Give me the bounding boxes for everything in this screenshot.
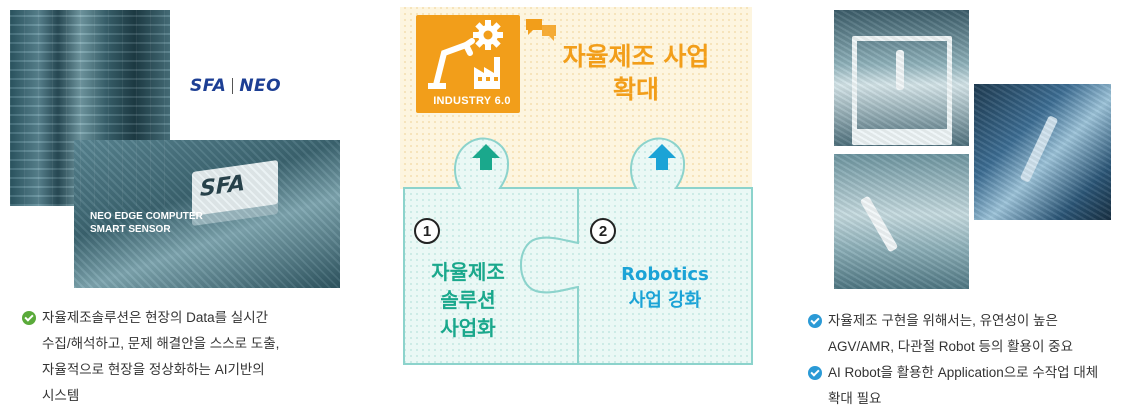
right-bullet-2-line-1: AI Robot을 활용한 Application으로 수작업 대체 (828, 365, 1099, 380)
logo-neo-text: NEO (239, 76, 282, 96)
check-circle-icon (808, 366, 822, 380)
left-bullet-line-1: 자율제조솔루션은 현장의 Data를 실시간 (42, 310, 269, 325)
right-bullet-list: 자율제조 구현을 위해서는, 유연성이 높은 AGV/AMR, 다관절 Robo… (808, 308, 1136, 412)
left-bullet-line-4: 시스템 (42, 388, 80, 403)
logo-sfa-text: SFA (190, 76, 227, 96)
arrow-up-icon-blue (648, 144, 676, 170)
piece-2-label: Robotics 사업 강화 (596, 262, 734, 314)
device-caption: NEO EDGE COMPUTER SMART SENSOR (90, 210, 203, 236)
right-bullet-1-line-2: AGV/AMR, 다관절 Robot 등의 활용이 중요 (828, 339, 1073, 354)
main-title-line-2: 확대 (612, 75, 659, 104)
factory-arm (859, 195, 899, 253)
right-bullet-2-line-2: 확대 필요 (828, 391, 882, 406)
badge-number-2: 2 (590, 218, 616, 244)
check-circle-icon (22, 311, 36, 325)
right-bullet-item-2: AI Robot을 활용한 Application으로 수작업 대체 확대 필요 (808, 360, 1136, 412)
gear-icon (473, 20, 503, 50)
robot-base-icon (428, 83, 446, 89)
agv-arm (896, 50, 904, 90)
puzzle-diagram (400, 7, 753, 365)
left-bullet-line-2: 수집/해석하고, 문제 해결안을 스스로 도출, (42, 336, 280, 351)
check-circle-icon (808, 314, 822, 328)
industrial-robot-photo (974, 84, 1111, 220)
left-bullet-item: 자율제조솔루션은 현장의 Data를 실시간 수집/해석하고, 문제 해결안을 … (22, 305, 342, 409)
logo-divider (232, 78, 234, 94)
puzzle-piece-2 (520, 137, 753, 365)
left-bullet-list: 자율제조솔루션은 현장의 Data를 실시간 수집/해석하고, 문제 해결안을 … (22, 305, 342, 409)
piece-2-line-1: Robotics (621, 264, 709, 285)
right-bullet-1-line-1: 자율제조 구현을 위해서는, 유연성이 높은 (828, 313, 1058, 328)
badge-number-1: 1 (414, 218, 440, 244)
caption-line-2: SMART SENSOR (90, 224, 171, 235)
piece-1-label: 자율제조 솔루션 사업화 (408, 258, 528, 342)
industry-label: INDUSTRY 6.0 (433, 95, 511, 107)
piece-1-line-2: 솔루션 (440, 288, 496, 312)
main-title-line-1: 자율제조 사업 (562, 42, 710, 71)
server-tower-photo (10, 10, 170, 206)
sfa-neo-logo: SFA NEO (190, 76, 281, 96)
agv-frame (852, 36, 952, 145)
factory-robot-photo (834, 154, 969, 289)
chat-bubbles-icon (526, 19, 556, 41)
left-bullet-line-3: 자율적으로 현장을 정상화하는 AI기반의 (42, 362, 265, 377)
piece-1-line-1: 자율제조 (431, 260, 505, 284)
device-brand: SFA (200, 170, 246, 203)
caption-line-1: NEO EDGE COMPUTER (90, 211, 203, 222)
robot-arm-icon (433, 38, 475, 88)
piece-2-line-2: 사업 강화 (628, 290, 702, 311)
industrial-arm (1019, 115, 1059, 183)
main-title: 자율제조 사업 확대 (540, 40, 732, 106)
arrow-up-icon-teal (472, 144, 500, 170)
agv-robot-photo (834, 10, 969, 146)
right-bullet-item-1: 자율제조 구현을 위해서는, 유연성이 높은 AGV/AMR, 다관절 Robo… (808, 308, 1136, 360)
piece-1-line-3: 사업화 (440, 316, 496, 340)
